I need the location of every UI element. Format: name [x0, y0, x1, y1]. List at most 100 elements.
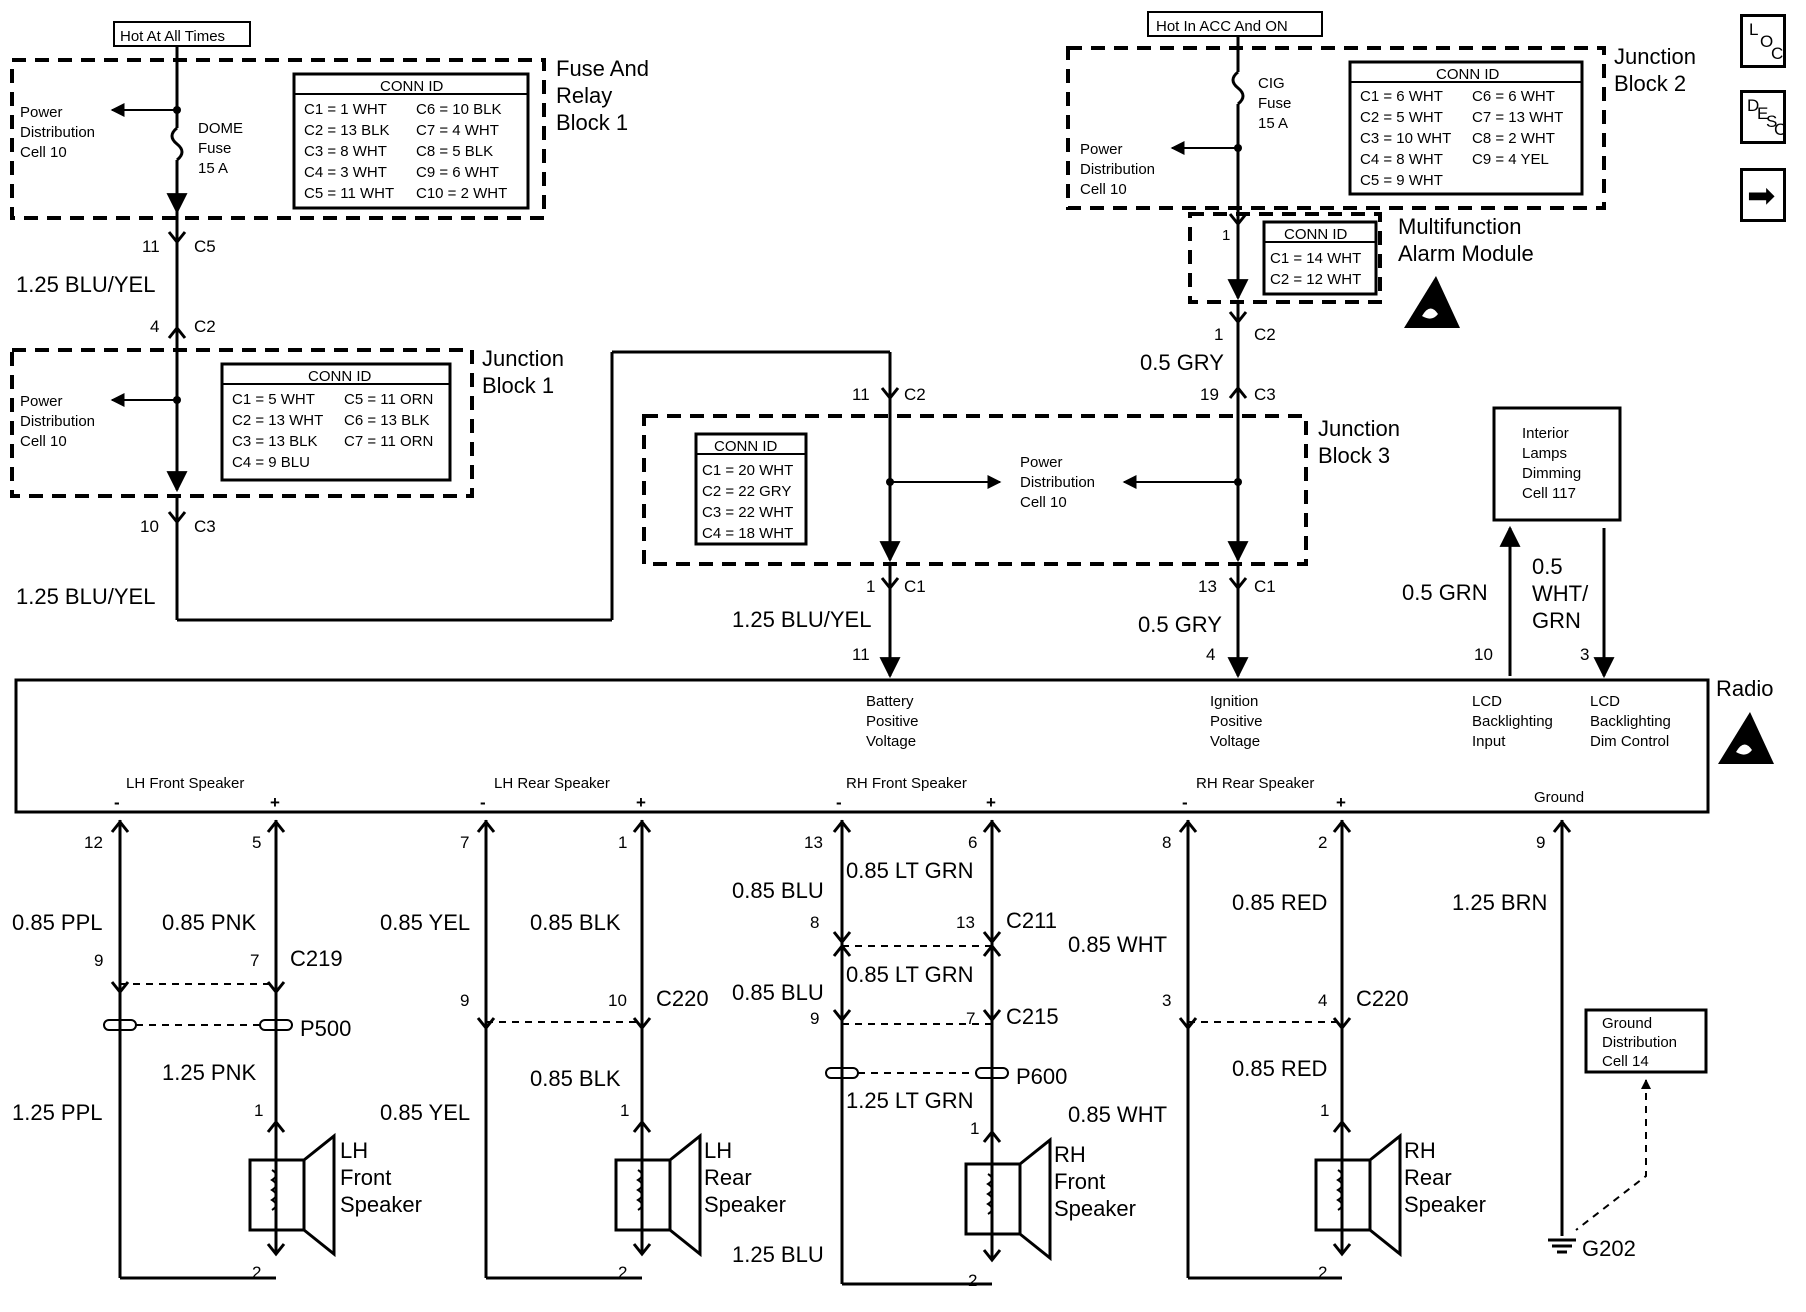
radio-title: Radio	[1716, 676, 1773, 701]
lh-rear-plus-pin: 1	[618, 833, 627, 852]
gd-3: Cell 14	[1602, 1053, 1649, 1070]
jb1-conn-id-table: CONN ID C1 = 5 WHT C5 = 11 ORN C2 = 13 W…	[220, 362, 452, 482]
wire-a2-c3: C3	[194, 517, 216, 536]
mfa-title-2: Alarm Module	[1398, 241, 1534, 266]
cig-fuse-label-1: CIG	[1258, 75, 1285, 92]
wire-e-color-3: GRN	[1532, 608, 1581, 633]
lamps-2: Lamps	[1522, 445, 1567, 462]
esd-warning-icon	[1718, 712, 1774, 764]
radio-rh-front-label: RH Front Speaker	[846, 775, 967, 792]
conn-id-title: CONN ID	[714, 438, 778, 455]
rh-front-plus-c1: 13	[956, 913, 975, 932]
cig-fuse-label-2: Fuse	[1258, 95, 1291, 112]
rh-rear-plus-pin: 2	[1318, 833, 1327, 852]
radio-lcd-dim-3: Dim Control	[1590, 733, 1669, 750]
conn-row: C2 = 5 WHT	[1360, 109, 1443, 126]
ground-symbol-icon	[1548, 1238, 1576, 1254]
conn-row: C4 = 8 WHT	[1360, 151, 1443, 168]
jb1-pd-1: Power	[20, 393, 63, 410]
radio-ign-3: Voltage	[1210, 733, 1260, 750]
lh-rear-speaker-name-2: Rear	[704, 1165, 752, 1190]
rh-front-speaker-name-1: RH	[1054, 1142, 1086, 1167]
gd-2: Distribution	[1602, 1034, 1677, 1051]
lh-rear-speaker-minus-pin: 2	[618, 1263, 627, 1282]
rh-rear-plus-cpin: 4	[1318, 991, 1327, 1010]
lh-front-speaker-plus-pin: 1	[254, 1101, 263, 1120]
conn-row: C7 = 11 ORN	[344, 433, 433, 450]
conn-row: C10 = 2 WHT	[416, 185, 507, 202]
wire-b-radio-pin: 11	[852, 645, 870, 664]
junction-block-2-outline	[1066, 46, 1606, 210]
fuse-1-pd-2: Distribution	[20, 124, 95, 141]
lh-rear-minus-wire-2: 0.85 YEL	[380, 1100, 470, 1125]
lh-front-plus-wire-2: 1.25 PNK	[162, 1060, 256, 1085]
desc-letter-c: C	[1774, 120, 1787, 139]
rh-rear-speaker-name-1: RH	[1404, 1138, 1436, 1163]
mfa-outline	[1188, 212, 1382, 304]
conn-id-title: CONN ID	[380, 78, 444, 95]
wire-a-pin-4: 4	[150, 317, 159, 336]
conn-row: C5 = 11 WHT	[304, 185, 394, 202]
fuse-relay-conn-id-table: CONN ID C1 = 1 WHT C6 = 10 BLK C2 = 13 B…	[292, 72, 530, 210]
conn-row: C3 = 13 BLK	[232, 433, 317, 450]
jb1-pd-2: Distribution	[20, 413, 95, 430]
wire-a-color: 1.25 BLU/YEL	[16, 272, 155, 297]
jb2-pd-2: Distribution	[1080, 161, 1155, 178]
wire-a-c2: C2	[194, 317, 216, 336]
conn-id-title: CONN ID	[1436, 66, 1500, 83]
conn-row: C3 = 10 WHT	[1360, 130, 1451, 147]
conn-row: C5 = 11 ORN	[344, 391, 433, 408]
hot-at-all-times-box	[113, 21, 251, 47]
conn-row: C9 = 4 YEL	[1472, 151, 1549, 168]
speaker-icon	[964, 1136, 1052, 1262]
jb3-title-2: Block 3	[1318, 443, 1390, 468]
next-page-button[interactable]: ➡	[1740, 168, 1786, 222]
plus-sign: +	[1336, 793, 1346, 812]
rh-front-plus-wire-2: 1.25 LT GRN	[846, 1088, 974, 1113]
rh-front-speaker-name-2: Front	[1054, 1169, 1105, 1194]
wire-b-pin-1: 1	[866, 577, 875, 596]
rh-front-speaker-name-3: Speaker	[1054, 1196, 1136, 1221]
mfa-title-1: Multifunction	[1398, 214, 1522, 239]
wire-d-pin: 10	[1474, 645, 1493, 664]
rh-rear-speaker-plus-pin: 1	[1320, 1101, 1329, 1120]
radio-lcd-in-2: Backlighting	[1472, 713, 1553, 730]
radio: Radio Battery Positive Voltage Ignition …	[14, 676, 1774, 814]
ground-wire: 1.25 BRN	[1452, 890, 1547, 915]
lh-front-minus-cpin: 9	[94, 951, 103, 970]
lh-front-conn: C219	[290, 946, 343, 971]
lh-front-minus-wire: 0.85 PPL	[12, 910, 103, 935]
junction-block-3-outline	[642, 414, 1308, 566]
location-button[interactable]: L O C	[1740, 14, 1786, 68]
wire-c-c1: C1	[1254, 577, 1276, 596]
radio-batt-3: Voltage	[866, 733, 916, 750]
dome-fuse-label-1: DOME	[198, 120, 243, 137]
speaker-icon	[1314, 1132, 1402, 1258]
rh-rear-plus-wire: 0.85 RED	[1232, 890, 1327, 915]
conn-row: C3 = 8 WHT	[304, 143, 387, 160]
radio-batt-1: Battery	[866, 693, 914, 710]
conn-row: C7 = 4 WHT	[416, 122, 499, 139]
conn-row: C2 = 13 WHT	[232, 412, 323, 429]
rh-front-minus-wire-b: 0.85 BLU	[732, 980, 824, 1005]
ground-pin: 9	[1536, 833, 1545, 852]
conn-row: C9 = 6 WHT	[416, 164, 499, 181]
wire-a2-color: 1.25 BLU/YEL	[16, 584, 155, 609]
conn-row: C1 = 6 WHT	[1360, 88, 1443, 105]
conn-row: C8 = 5 BLK	[416, 143, 493, 160]
description-button[interactable]: D E S C	[1740, 90, 1786, 144]
rh-front-speaker-minus-pin: 2	[968, 1271, 977, 1290]
conn-row: C4 = 9 BLU	[232, 454, 310, 471]
lh-rear-plus-wire: 0.85 BLK	[530, 910, 621, 935]
lh-rear-speaker-plus-pin: 1	[620, 1101, 629, 1120]
lh-front-plus-cpin: 7	[250, 951, 259, 970]
radio-ground-label: Ground	[1534, 789, 1584, 806]
wire-a2-pin-10: 10	[140, 517, 159, 536]
rh-front-conn-1: C211	[1006, 908, 1057, 933]
wire-b: 1 C1 1.25 BLU/YEL 11	[732, 564, 926, 679]
rh-front-minus-wire: 0.85 BLU	[732, 878, 824, 903]
conn-row: C1 = 20 WHT	[702, 462, 793, 479]
hot-in-acc-label: Hot In ACC And ON	[1156, 18, 1288, 35]
rh-front-minus-pin: 13	[804, 833, 823, 852]
